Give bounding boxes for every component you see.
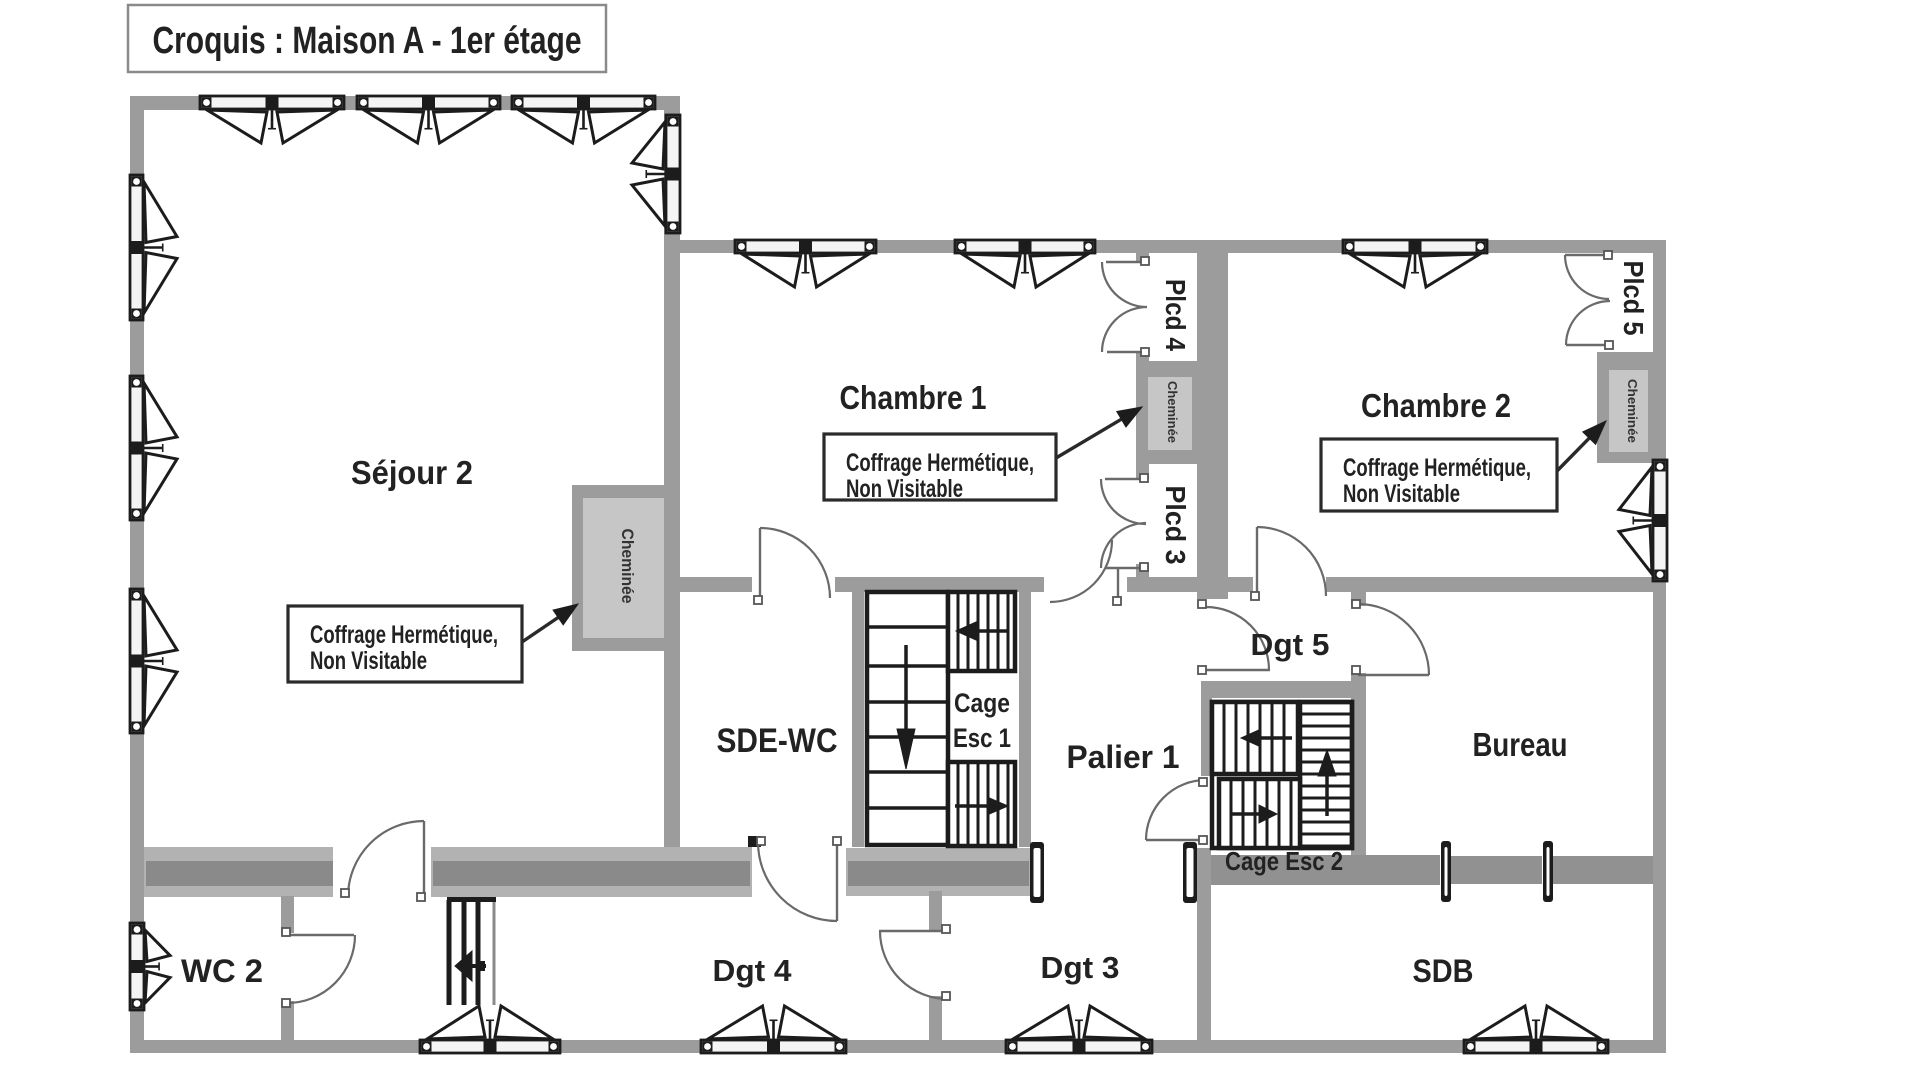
svg-text:Croquis : Maison A - 1er étage: Croquis : Maison A - 1er étage	[153, 20, 582, 62]
svg-text:Coffrage Hermétique,: Coffrage Hermétique,	[1343, 454, 1531, 482]
svg-text:Chambre 2: Chambre 2	[1361, 387, 1511, 424]
svg-text:Dgt 5: Dgt 5	[1251, 627, 1330, 662]
svg-text:Cheminée: Cheminée	[1625, 379, 1640, 443]
svg-text:Bureau: Bureau	[1473, 726, 1568, 763]
svg-text:Cage: Cage	[954, 688, 1010, 718]
svg-text:Dgt 3: Dgt 3	[1041, 950, 1120, 985]
svg-text:Non Visitable: Non Visitable	[310, 647, 427, 675]
svg-text:Esc 1: Esc 1	[953, 723, 1011, 753]
svg-text:Cheminée: Cheminée	[618, 529, 637, 604]
svg-text:Séjour 2: Séjour 2	[351, 454, 473, 491]
svg-text:Non Visitable: Non Visitable	[1343, 480, 1460, 508]
svg-text:Coffrage Hermétique,: Coffrage Hermétique,	[846, 449, 1034, 477]
svg-text:Chambre 1: Chambre 1	[840, 379, 987, 416]
svg-text:Plcd 3: Plcd 3	[1160, 486, 1191, 565]
svg-text:Plcd 4: Plcd 4	[1160, 279, 1191, 351]
svg-text:Palier 1: Palier 1	[1067, 739, 1180, 775]
svg-text:Non Visitable: Non Visitable	[846, 475, 963, 503]
svg-text:Dgt 4: Dgt 4	[713, 953, 793, 988]
svg-text:Plcd 5: Plcd 5	[1618, 261, 1649, 336]
svg-text:SDB: SDB	[1413, 953, 1474, 989]
svg-text:Cheminée: Cheminée	[1165, 381, 1180, 443]
svg-text:WC 2: WC 2	[181, 953, 263, 989]
svg-text:Cage Esc 2: Cage Esc 2	[1225, 846, 1343, 876]
svg-text:Coffrage Hermétique,: Coffrage Hermétique,	[310, 621, 498, 649]
svg-text:SDE-WC: SDE-WC	[717, 722, 838, 760]
